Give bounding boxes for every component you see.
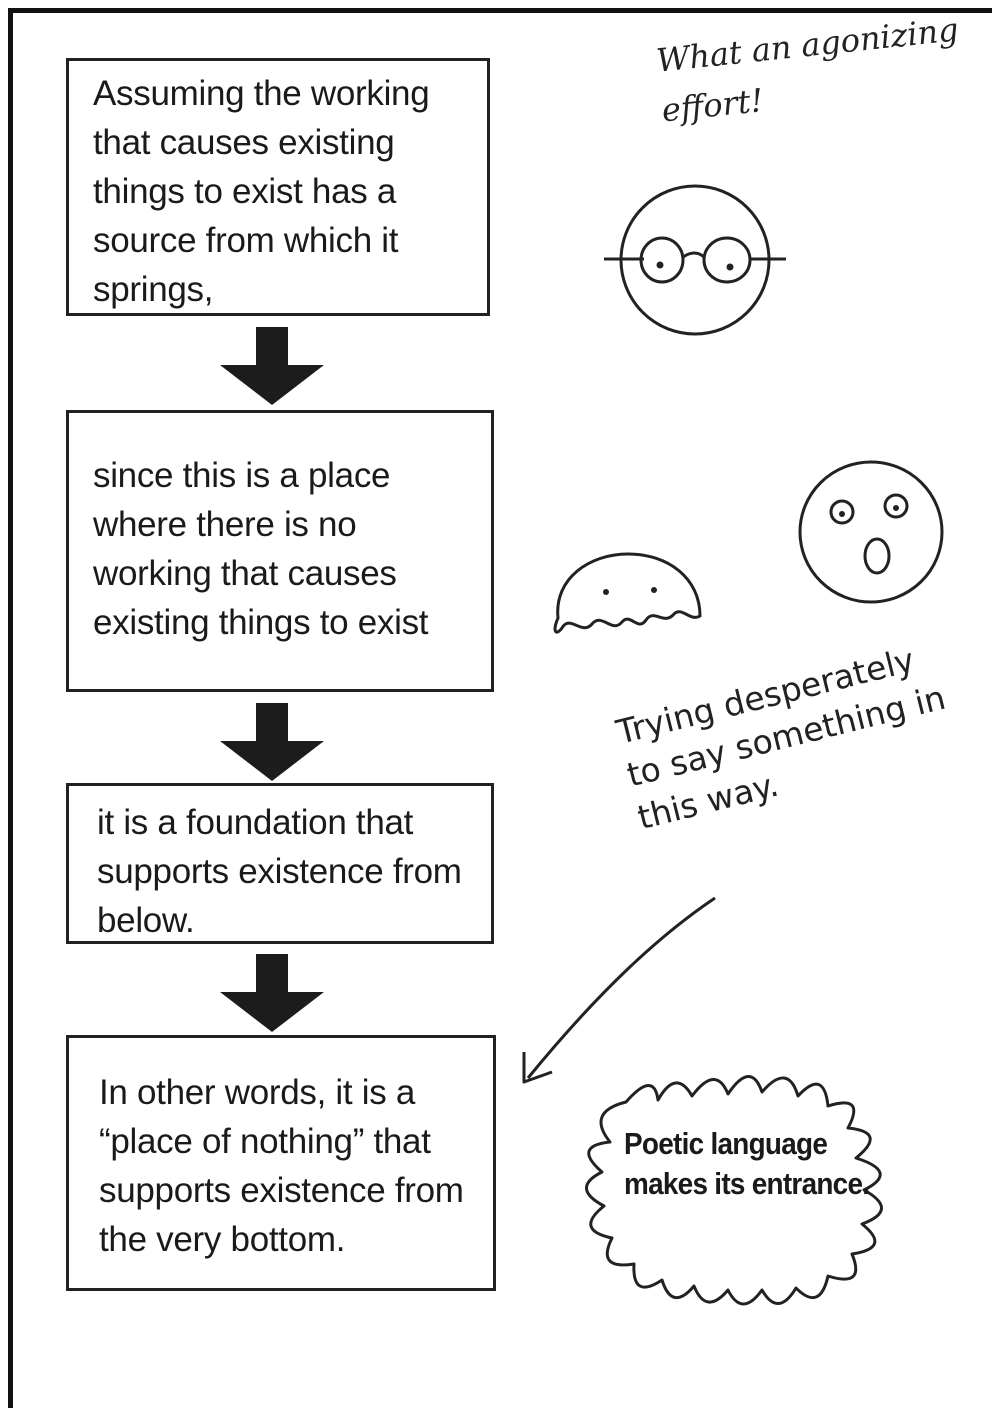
flow-step-3: it is a foundation that supports existen…: [66, 783, 494, 944]
speech-burst-icon: [585, 1075, 883, 1306]
surprised-face-icon: [798, 460, 944, 604]
flow-step-4-text: In other words, it is a “place of nothin…: [99, 1073, 464, 1259]
flow-step-3-text: it is a foundation that supports existen…: [97, 803, 462, 940]
flow-step-2: since this is a place where there is no …: [66, 410, 494, 692]
ghost-face-icon: [553, 552, 702, 634]
flow-step-2-text: since this is a place where there is no …: [93, 456, 429, 642]
down-arrow-icon: [220, 703, 324, 781]
glasses-face-icon: [604, 184, 786, 336]
down-arrow-icon: [220, 327, 324, 405]
flow-step-4: In other words, it is a “place of nothin…: [66, 1035, 496, 1291]
burst-text: Poetic language makes its entrance.: [624, 1126, 870, 1201]
curved-arrow-icon: [522, 896, 716, 1084]
down-arrow-icon: [220, 954, 324, 1032]
flow-step-1-text: Assuming the working that causes existin…: [93, 74, 430, 309]
page-frame: [8, 8, 992, 1408]
flow-step-1: Assuming the working that causes existin…: [66, 58, 490, 316]
